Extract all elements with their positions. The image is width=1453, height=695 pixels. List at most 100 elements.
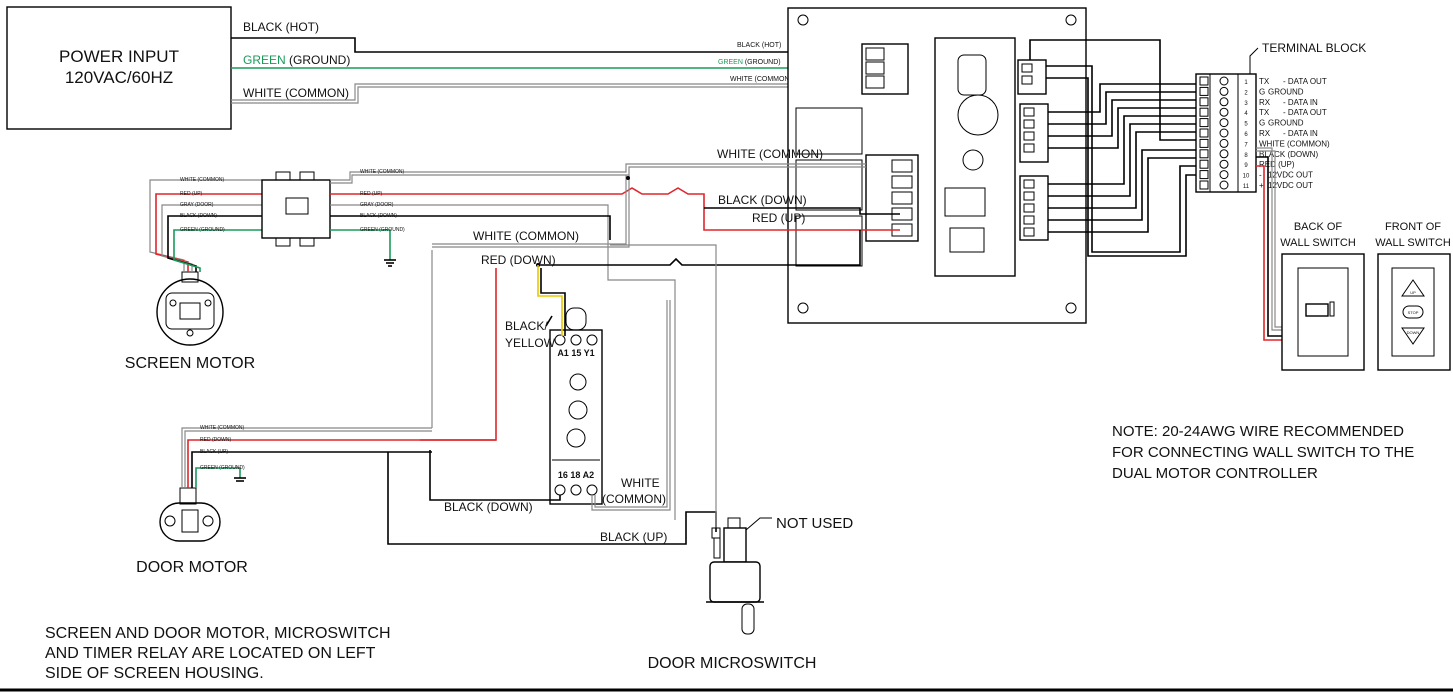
svg-text:SCREEN MOTOR: SCREEN MOTOR [125, 355, 255, 372]
terminal-pin-number: 7 [1244, 142, 1248, 148]
terminal-pin-number: 11 [1243, 184, 1250, 190]
terminal-block-label: TERMINAL BLOCK [1262, 41, 1366, 55]
svg-text:BLACK (DOWN): BLACK (DOWN) [444, 500, 533, 514]
svg-text:GREEN (GROUND): GREEN (GROUND) [180, 227, 225, 233]
terminal-screw-head [1219, 138, 1229, 148]
svg-text:BLACK (DOWN): BLACK (DOWN) [718, 193, 807, 207]
svg-text:FOR CONNECTING WALL SWITCH TO: FOR CONNECTING WALL SWITCH TO THE [1112, 444, 1414, 461]
terminal-pin-description: GROUND [1268, 87, 1304, 96]
terminal-pin-number: 10 [1243, 174, 1250, 180]
svg-text:WALL SWITCH: WALL SWITCH [1375, 237, 1451, 249]
back-of-wall-switch: BACK OF WALL SWITCH [1280, 221, 1365, 371]
power-input-title: POWER INPUT [59, 47, 179, 66]
label-white-common: WHITE (COMMON) [243, 86, 349, 100]
svg-text:SIDE OF SCREEN HOUSING.: SIDE OF SCREEN HOUSING. [45, 665, 264, 682]
terminal-screw [1199, 149, 1209, 159]
svg-text:RED (UP): RED (UP) [360, 191, 383, 197]
svg-text:DOWN: DOWN [1407, 330, 1420, 335]
up-button[interactable] [1401, 279, 1425, 297]
svg-text:RED (UP): RED (UP) [752, 211, 805, 225]
power-input-spec: 120VAC/60HZ [65, 68, 173, 87]
terminal-pin-description: BLACK (DOWN) [1259, 150, 1318, 159]
svg-text:GRAY (DOOR): GRAY (DOOR) [180, 202, 214, 208]
svg-text:BLACK/: BLACK/ [505, 319, 548, 333]
label-green-ground-small: GREEN (GROUND) [718, 59, 781, 66]
svg-text:BLACK (DOWN): BLACK (DOWN) [360, 213, 397, 219]
front-of-wall-switch: FRONT OF WALL SWITCH UP STOP DOWN [1375, 221, 1451, 371]
label-black-hot: BLACK (HOT) [243, 20, 319, 34]
screen-motor: SCREEN MOTOR [125, 271, 255, 372]
terminal-pin-description: - DATA OUT [1283, 108, 1327, 117]
terminal-pin-symbol: + [1259, 181, 1264, 190]
svg-text:STOP: STOP [1408, 310, 1419, 315]
power-input-box: POWER INPUT 120VAC/60HZ [6, 6, 232, 130]
terminal-screw-head [1219, 149, 1229, 159]
terminal-pin-symbol: TX [1259, 77, 1270, 86]
label-white-common-upper: WHITE (COMMON) [717, 147, 823, 161]
terminal-screw-head [1219, 76, 1229, 86]
svg-text:AND TIMER RELAY ARE LOCATED ON: AND TIMER RELAY ARE LOCATED ON LEFT [45, 645, 376, 662]
svg-text:(COMMON): (COMMON) [602, 492, 666, 506]
terminal-pin-description: WHITE (COMMON) [1259, 139, 1330, 148]
stop-button[interactable] [1402, 305, 1424, 319]
svg-text:DOOR MOTOR: DOOR MOTOR [136, 559, 248, 576]
svg-text:BLACK (DOWN): BLACK (DOWN) [180, 213, 217, 219]
screen-connector [261, 171, 331, 247]
terminal-screw-head [1219, 97, 1229, 107]
terminal-screw-head [1219, 159, 1229, 169]
terminal-pin-symbol: - [1259, 171, 1262, 180]
down-button[interactable] [1401, 327, 1425, 345]
label-green-ground: GREEN (GROUND) [243, 53, 350, 67]
terminal-screw [1199, 180, 1209, 190]
svg-text:WHITE (COMMON): WHITE (COMMON) [473, 229, 579, 243]
terminal-pin-number: 9 [1244, 163, 1248, 169]
svg-text:A1 15 Y1: A1 15 Y1 [557, 348, 594, 358]
terminal-screw-head [1219, 107, 1229, 117]
door-motor-harness [181, 427, 432, 488]
terminal-pin-number: 6 [1244, 132, 1248, 138]
svg-text:UP: UP [1410, 290, 1416, 295]
controller-board [787, 7, 1087, 324]
svg-text:GREEN (GROUND): GREEN (GROUND) [360, 227, 405, 233]
terminal-pin-number: 5 [1244, 122, 1248, 128]
terminal-screw [1199, 138, 1209, 148]
terminal-screw [1199, 159, 1209, 169]
terminal-screw [1199, 86, 1209, 96]
svg-text:WHITE (COMMON): WHITE (COMMON) [180, 177, 224, 183]
svg-text:16 18 A2: 16 18 A2 [558, 470, 594, 480]
terminal-screw [1199, 107, 1209, 117]
terminal-pin-symbol: RX [1259, 98, 1271, 107]
svg-text:GREEN (GROUND): GREEN (GROUND) [200, 465, 245, 471]
terminal-pin-description: 12VDC OUT [1268, 171, 1313, 180]
svg-text:RED (DOWN): RED (DOWN) [200, 437, 231, 443]
svg-text:NOT USED: NOT USED [776, 515, 853, 532]
power-wires [231, 37, 865, 104]
terminal-screw-head [1219, 180, 1229, 190]
terminal-screw [1199, 170, 1209, 180]
terminal-pin-description: RED (UP) [1259, 160, 1295, 169]
terminal-screw [1199, 76, 1209, 86]
terminal-pin-description: - DATA IN [1283, 98, 1318, 107]
door-motor: DOOR MOTOR [136, 487, 248, 576]
terminal-screw-head [1219, 86, 1229, 96]
wire-note: NOTE: 20-24AWG WIRE RECOMMENDED FOR CONN… [1112, 423, 1414, 482]
terminal-pin-number: 2 [1244, 90, 1248, 96]
terminal-pin-number: 1 [1244, 80, 1248, 86]
screen-motor-harness [149, 179, 262, 272]
terminal-screw [1199, 128, 1209, 138]
harness-to-terminal [1029, 39, 1196, 257]
svg-text:WHITE (COMMON): WHITE (COMMON) [360, 169, 404, 175]
terminal-screw [1199, 118, 1209, 128]
terminal-pin-symbol: G [1259, 87, 1265, 96]
terminal-pin-symbol: RX [1259, 129, 1271, 138]
svg-text:GRAY (DOOR): GRAY (DOOR) [360, 202, 394, 208]
terminal-pin-description: - DATA IN [1283, 129, 1318, 138]
svg-text:FRONT OF: FRONT OF [1385, 221, 1441, 233]
label-black-hot-small: BLACK (HOT) [737, 42, 781, 49]
svg-text:BLACK (UP): BLACK (UP) [600, 530, 667, 544]
terminal-screw-head [1219, 118, 1229, 128]
svg-text:WALL SWITCH: WALL SWITCH [1280, 237, 1356, 249]
svg-text:BACK OF: BACK OF [1294, 221, 1343, 233]
